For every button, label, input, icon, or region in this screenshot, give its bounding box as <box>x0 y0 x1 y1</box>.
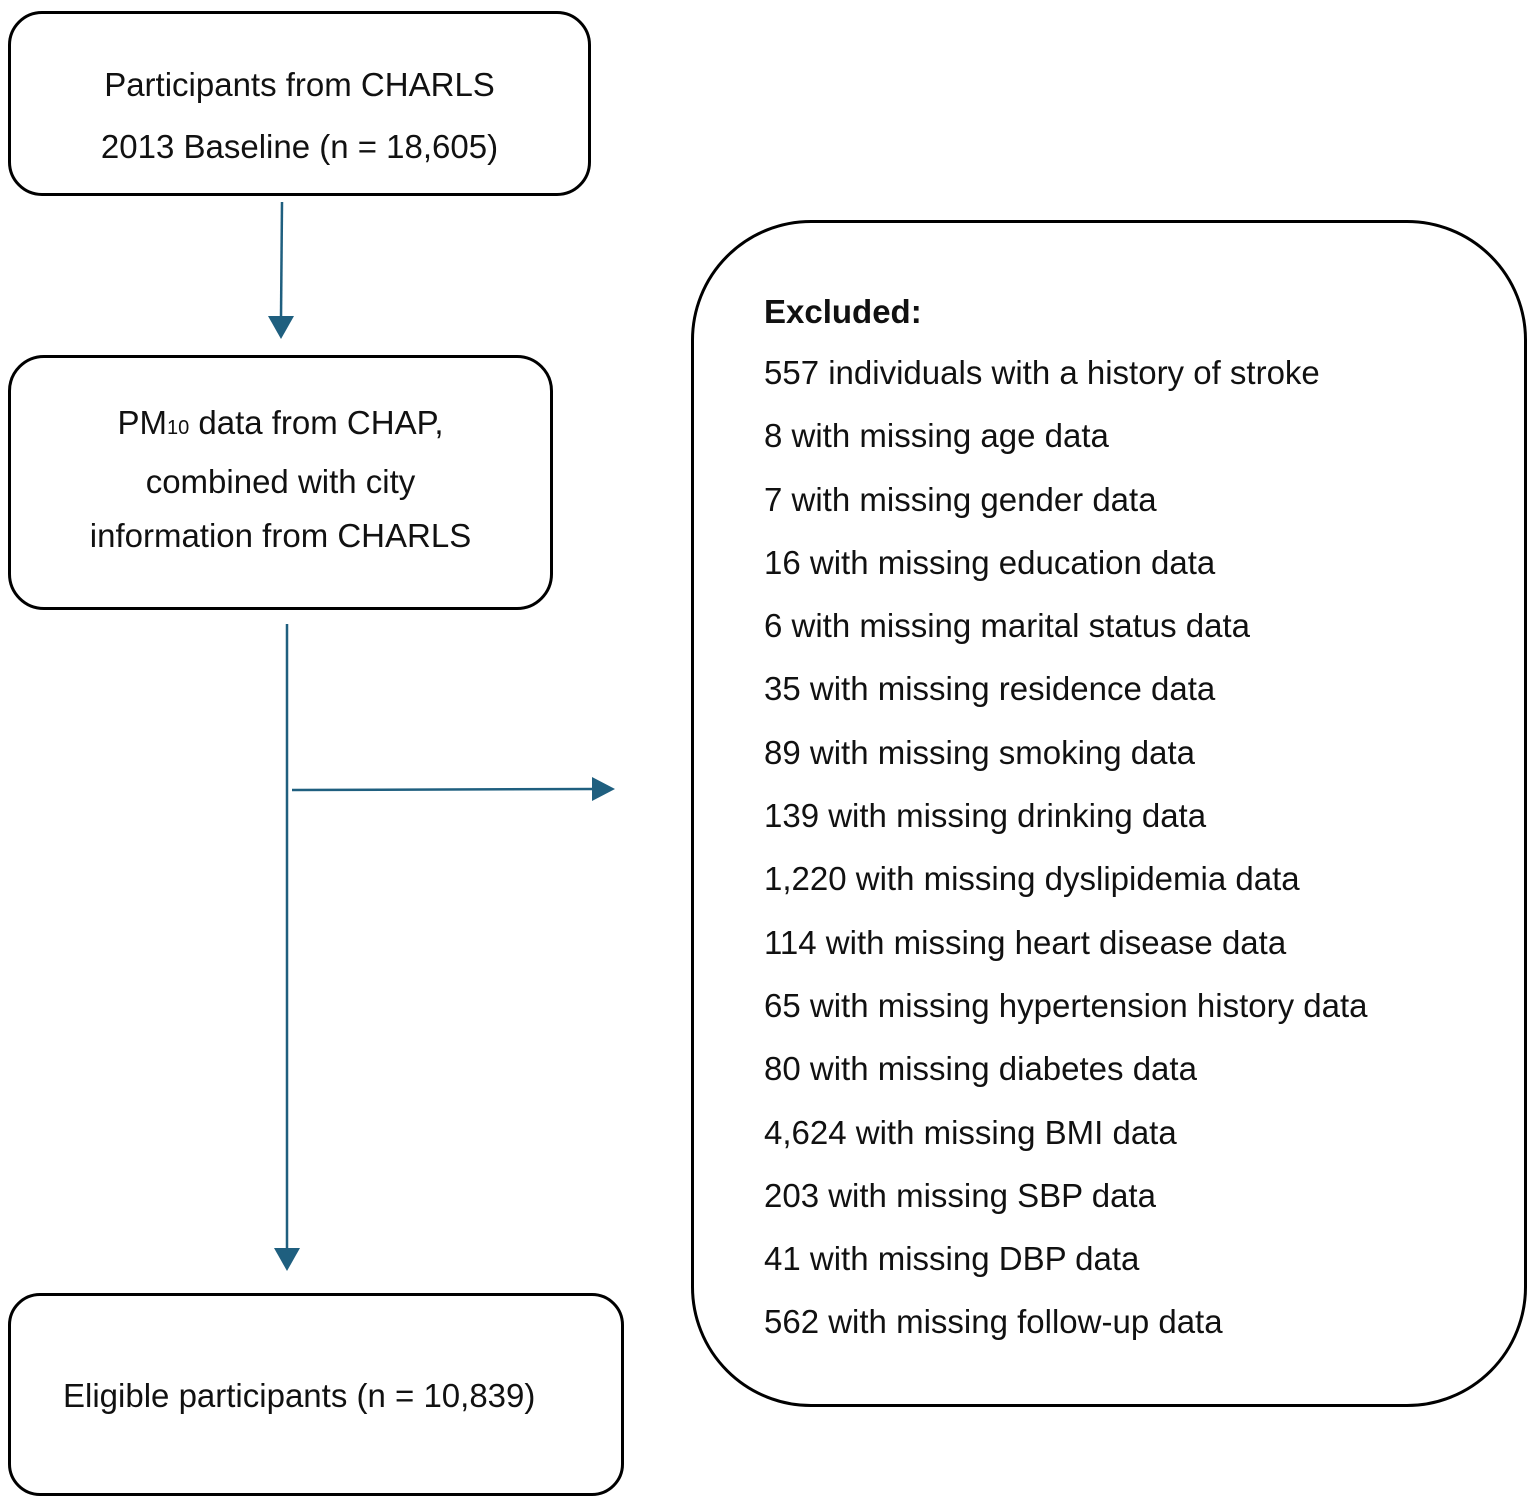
pm10-prefix: PM <box>117 404 167 441</box>
excluded-item: 89 with missing smoking data <box>764 733 1196 771</box>
excluded-item: 139 with missing drinking data <box>764 797 1207 835</box>
baseline-line2: 2013 Baseline (n = 18,605) <box>100 128 499 165</box>
pm10-line3: information from CHARLS <box>89 517 472 554</box>
excluded-item: 7 with missing gender data <box>764 480 1157 518</box>
pm10-text: PM10 data from CHAP, combined with city … <box>11 396 550 563</box>
excluded-heading: Excluded: <box>764 293 922 330</box>
excluded-item: 1,220 with missing dyslipidemia data <box>764 860 1300 898</box>
excluded-item: 41 with missing DBP data <box>764 1240 1140 1278</box>
arrow-baseline-to-pm10 <box>279 201 284 319</box>
arrowhead-right-icon <box>592 777 615 801</box>
pm10-subscript: 10 <box>166 417 190 439</box>
arrow-branch-to-excluded <box>291 787 595 792</box>
pm10-line1-rest: data from CHAP, <box>189 404 444 441</box>
baseline-line1: Participants from CHARLS <box>104 66 495 103</box>
pm10-line2: combined with city <box>145 463 416 500</box>
arrowhead-down-icon <box>268 316 294 339</box>
excluded-item: 8 with missing age data <box>764 417 1109 455</box>
excluded-list: 557 individuals with a history of stroke… <box>764 350 1367 1363</box>
excluded-item: 562 with missing follow-up data <box>764 1303 1223 1341</box>
baseline-text: Participants from CHARLS 2013 Baseline (… <box>11 54 588 178</box>
excluded-item: 35 with missing residence data <box>764 670 1216 708</box>
eligible-label: Eligible participants (n = 10,839) <box>63 1377 536 1414</box>
excluded-item: 6 with missing marital status data <box>764 607 1251 645</box>
excluded-item: 203 with missing SBP data <box>764 1176 1156 1214</box>
pm10-line1: PM10 data from CHAP, <box>11 396 550 455</box>
excluded-item: 65 with missing hypertension history dat… <box>764 986 1368 1024</box>
baseline-box: Participants from CHARLS 2013 Baseline (… <box>8 11 591 196</box>
excluded-item: 16 with missing education data <box>764 543 1216 581</box>
excluded-item: 4,624 with missing BMI data <box>764 1113 1177 1151</box>
excluded-box: Excluded: 557 individuals with a history… <box>691 220 1527 1407</box>
pm10-box: PM10 data from CHAP, combined with city … <box>8 355 553 610</box>
excluded-item: 80 with missing diabetes data <box>764 1050 1197 1088</box>
eligible-box: Eligible participants (n = 10,839) <box>8 1293 624 1496</box>
excluded-item: 557 individuals with a history of stroke <box>764 354 1320 391</box>
excluded-item: 114 with missing heart disease data <box>764 923 1287 961</box>
arrowhead-down-icon <box>274 1248 300 1271</box>
